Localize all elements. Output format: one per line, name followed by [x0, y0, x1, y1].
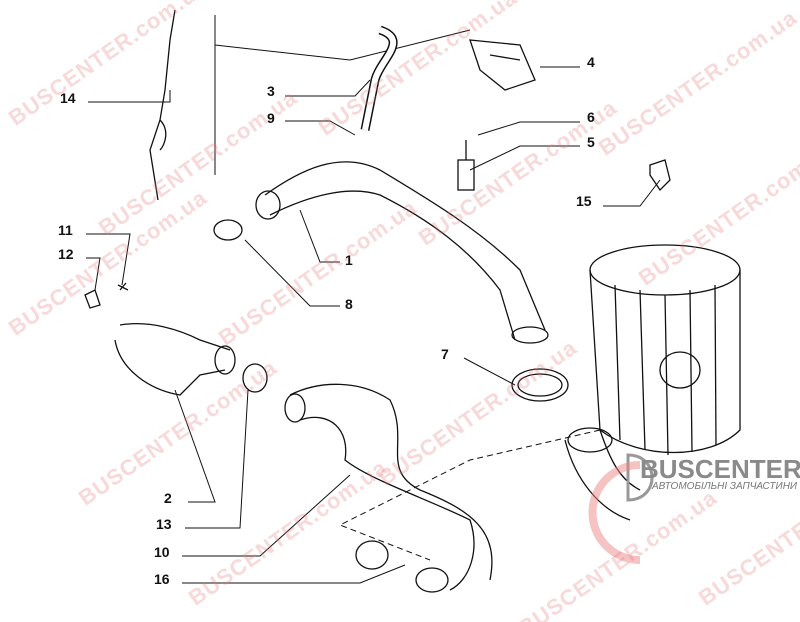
callout-5: 5	[587, 134, 595, 150]
callout-15: 15	[576, 193, 592, 209]
part-1-duct	[264, 161, 546, 341]
callout-11: 11	[58, 222, 73, 238]
callout-9: 9	[267, 110, 275, 126]
part-2-elbow	[114, 323, 231, 396]
part-5-sensor	[457, 159, 475, 191]
callout-14: 14	[60, 90, 76, 106]
leader-lines	[86, 15, 661, 584]
callout-1: 1	[345, 252, 353, 268]
callout-3: 3	[267, 83, 275, 99]
logo-subtitle: АВТОМОБІЛЬНІ ЗАПЧАСТИНИ	[652, 481, 798, 492]
part-11-screw	[117, 282, 129, 291]
part-10-duct	[289, 383, 493, 591]
part-12-pin	[84, 289, 101, 309]
logo-mark-icon	[626, 453, 654, 502]
part-7-clamp	[511, 368, 569, 402]
callout-8: 8	[345, 296, 353, 312]
callout-13: 13	[156, 516, 172, 532]
callout-16: 16	[154, 571, 170, 587]
part-15-clip	[649, 159, 671, 192]
part-13-clamp	[242, 363, 268, 393]
callout-2: 2	[164, 490, 172, 506]
callout-10: 10	[154, 544, 170, 560]
part-16-clamp	[355, 540, 389, 570]
callout-12: 12	[58, 246, 74, 262]
callout-4: 4	[587, 54, 595, 70]
part-8-clamp	[213, 219, 243, 241]
part-14-sensor	[149, 9, 176, 201]
callout-7: 7	[441, 346, 449, 362]
logo-text: BUSCENTER	[640, 454, 800, 484]
callout-6: 6	[587, 109, 595, 125]
part-4-bracket	[469, 39, 536, 91]
